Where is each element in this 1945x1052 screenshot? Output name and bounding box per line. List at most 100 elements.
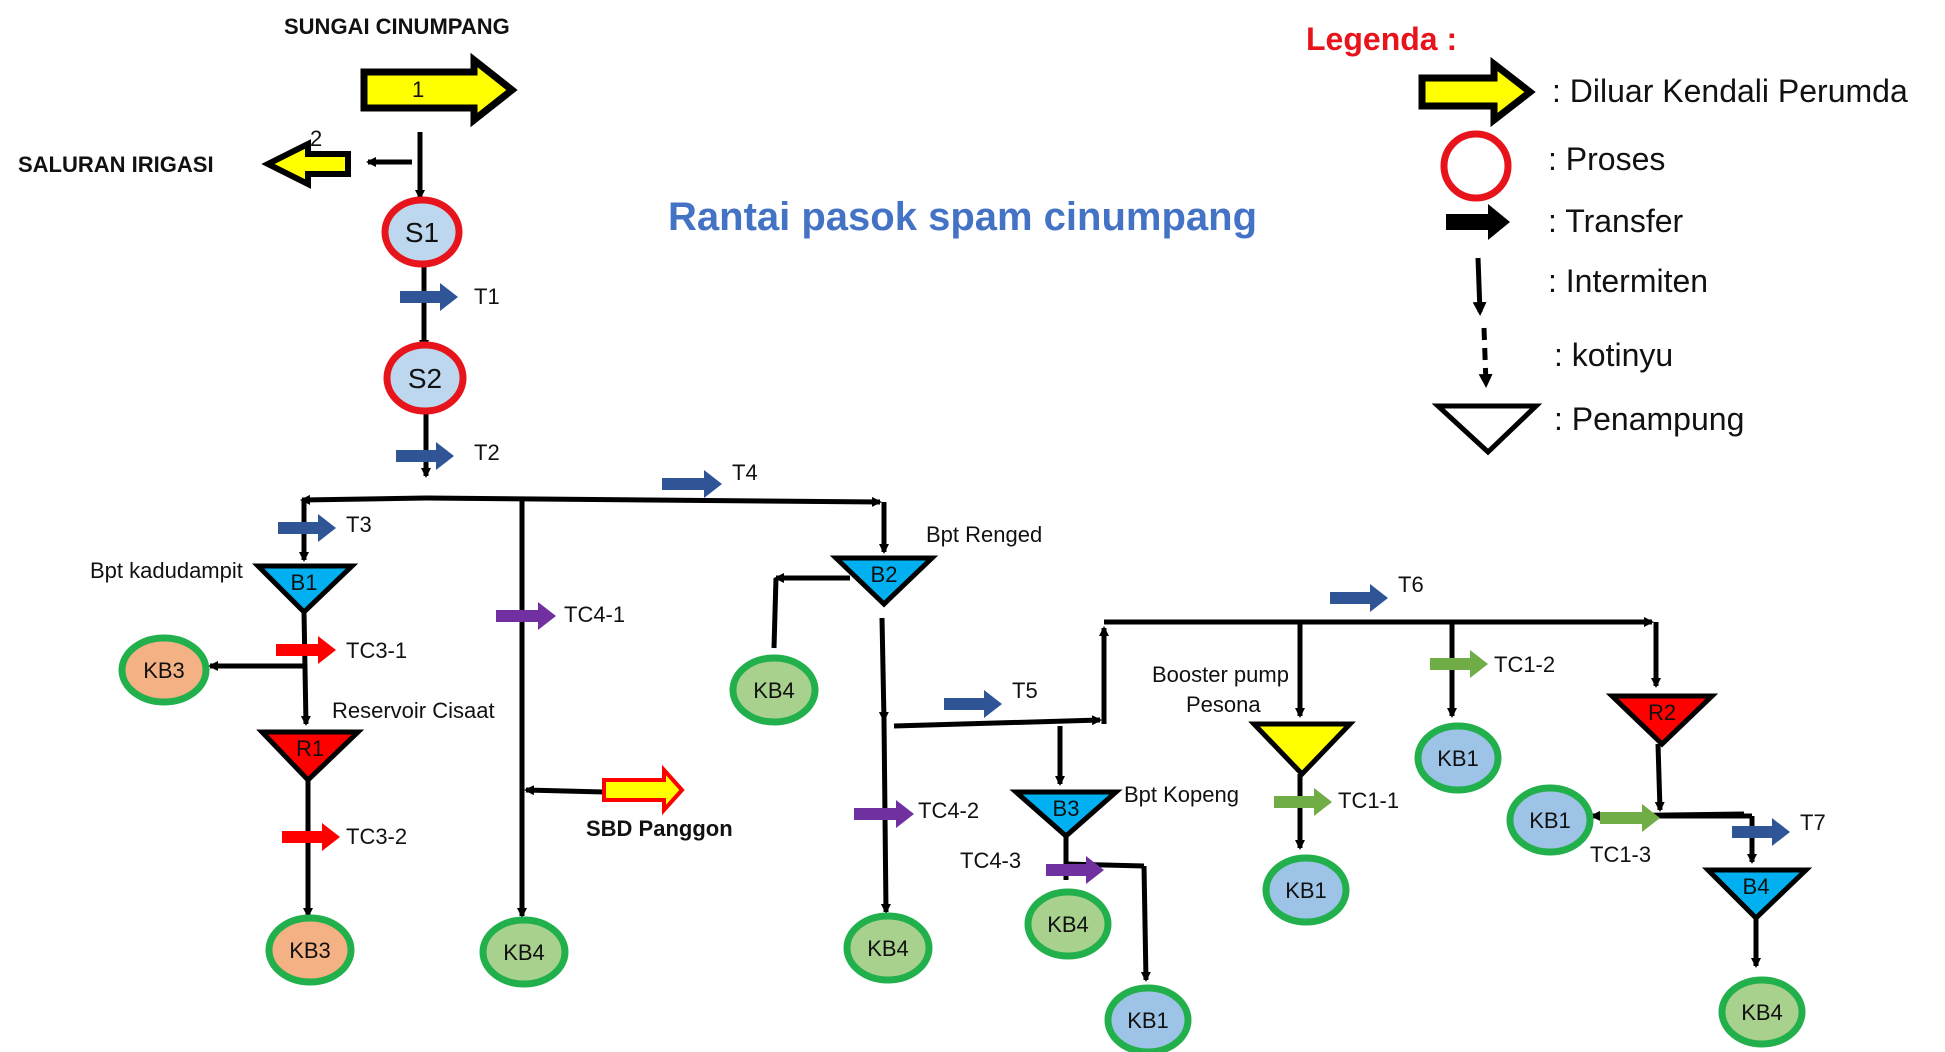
transfer-label: TC1-1 — [1338, 788, 1399, 813]
process-node-label: S1 — [405, 217, 439, 248]
transfer-arrow-icon — [396, 442, 454, 470]
transfer-label: TC4-2 — [918, 798, 979, 823]
tank-name: Bpt Renged — [926, 522, 1042, 547]
transfer-arrow-icon — [276, 636, 336, 664]
process-node-s1: S1 — [381, 196, 463, 268]
consumer-label: KB1 — [1529, 808, 1571, 833]
tank-booster-pump: Booster pump Pesona — [1152, 662, 1356, 778]
transfer-arrow-icon — [1274, 788, 1332, 816]
transfer-tc3-2: TC3-2 — [282, 823, 407, 851]
transfer-tc4-1: TC4-1 — [496, 602, 625, 630]
consumer-kb4-b3: KB4 — [1024, 888, 1112, 960]
legend-item-text: : Transfer — [1548, 203, 1684, 239]
flow-r2-down — [1654, 743, 1665, 812]
flow-t5 — [893, 715, 1102, 729]
transfer-t1: T1 — [400, 283, 500, 311]
transfer-label: T1 — [474, 284, 500, 309]
transfer-label: T2 — [474, 440, 500, 465]
tank-name: Bpt kadudampit — [90, 558, 243, 583]
legend-item-text: : Intermiten — [1548, 263, 1708, 299]
tank-label: B4 — [1743, 874, 1770, 899]
legend: Legenda : : Diluar Kendali Perumda : Pro… — [1306, 21, 1908, 456]
transfer-t2: T2 — [396, 440, 500, 470]
transfer-arrow-icon — [278, 514, 336, 542]
consumer-label: KB1 — [1127, 1008, 1169, 1033]
consumer-kb1-mid: KB1 — [1414, 722, 1502, 794]
consumer-label: KB4 — [1047, 912, 1089, 937]
transfer-arrow-icon — [1430, 650, 1488, 678]
tank-name-line2: Pesona — [1186, 692, 1261, 717]
transfer-arrow-icon — [662, 470, 722, 498]
flow-b2-kb4-down — [771, 577, 779, 649]
flow-sbd — [524, 785, 605, 796]
tank-name: Bpt Kopeng — [1124, 782, 1239, 807]
transfer-tc1-1: TC1-1 — [1274, 788, 1399, 816]
legend-item-text: : Proses — [1548, 141, 1665, 177]
tank-label: R2 — [1648, 700, 1676, 725]
consumer-label: KB4 — [503, 940, 545, 965]
transfer-tc1-2: TC1-2 — [1430, 650, 1555, 678]
transfer-t5: T5 — [944, 678, 1038, 718]
sbd-label: SBD Panggon — [586, 816, 733, 841]
transfer-arrow-icon — [282, 823, 340, 851]
transfer-arrow-icon — [496, 602, 556, 630]
consumer-kb3-left: KB3 — [118, 634, 210, 706]
transfer-arrow-icon — [944, 690, 1002, 718]
legend-transfer-arrow-icon — [1446, 204, 1510, 240]
transfer-arrow-icon — [854, 800, 914, 828]
consumer-kb4-center: KB4 — [479, 916, 569, 988]
legend-item-text: : Penampung — [1554, 401, 1744, 437]
main-distribution-line — [425, 495, 882, 507]
transfer-tc1-3: TC1-3 — [1590, 804, 1660, 867]
transfer-t7: T7 — [1732, 810, 1826, 846]
consumer-label: KB4 — [1741, 1000, 1783, 1025]
tank-b3: B3 Bpt Kopeng — [1009, 782, 1239, 840]
sbd-arrow-icon — [602, 764, 685, 816]
transfer-label: TC4-1 — [564, 602, 625, 627]
consumer-label: KB3 — [289, 938, 331, 963]
process-node-label: S2 — [408, 363, 442, 394]
irrigation-arrow-icon — [261, 139, 351, 189]
irrigation-label: SALURAN IRIGASI — [18, 152, 214, 177]
transfer-t6: T6 — [1330, 572, 1424, 612]
transfer-tc4-3: TC4-3 — [960, 848, 1104, 884]
legend-process-circle-icon — [1440, 130, 1512, 202]
legend-storage-triangle-icon — [1431, 403, 1543, 456]
legend-intermittent-arrow-icon — [1472, 257, 1487, 316]
consumer-kb1-r2: KB1 — [1506, 784, 1594, 856]
legend-item-text: : Diluar Kendali Perumda — [1552, 73, 1908, 109]
branch-left-line — [300, 494, 427, 505]
tank-label: B3 — [1053, 796, 1080, 821]
source-label: SUNGAI CINUMPANG — [284, 14, 510, 39]
legend-title: Legenda : — [1306, 21, 1457, 57]
transfer-label: TC1-2 — [1494, 652, 1555, 677]
tank-b2: B2 Bpt Renged — [829, 522, 1042, 608]
flow-b2-down — [878, 617, 889, 722]
tank-label: B2 — [871, 562, 898, 587]
consumer-kb3-bottom: KB3 — [265, 914, 355, 986]
diagram-title: Rantai pasok spam cinumpang — [668, 195, 1257, 239]
transfer-arrow-icon — [1732, 818, 1790, 846]
transfer-label: T3 — [346, 512, 372, 537]
consumer-label: KB4 — [867, 936, 909, 961]
transfer-label: T4 — [732, 460, 758, 485]
transfer-label: T5 — [1012, 678, 1038, 703]
consumer-label: KB3 — [143, 658, 185, 683]
tank-b4: B4 — [1701, 867, 1813, 922]
flow-b3-kb1 — [1140, 865, 1151, 982]
transfer-arrow-icon — [1046, 856, 1104, 884]
tank-r1: R1 Reservoir Cisaat — [256, 698, 495, 784]
transfer-tc4-2: TC4-2 — [854, 798, 979, 828]
consumer-kb1-booster: KB1 — [1262, 854, 1350, 926]
transfer-label: T6 — [1398, 572, 1424, 597]
source-arrow-icon — [360, 52, 518, 128]
consumer-kb4-b2-bottom: KB4 — [843, 912, 933, 984]
transfer-label: TC3-1 — [346, 638, 407, 663]
transfer-t4: T4 — [662, 460, 758, 498]
legend-uncontrolled-arrow-icon — [1418, 56, 1536, 128]
transfer-t3: T3 — [278, 512, 372, 542]
process-node-s2: S2 — [383, 341, 467, 415]
tank-label: R1 — [296, 736, 324, 761]
transfer-label: TC3-2 — [346, 824, 407, 849]
